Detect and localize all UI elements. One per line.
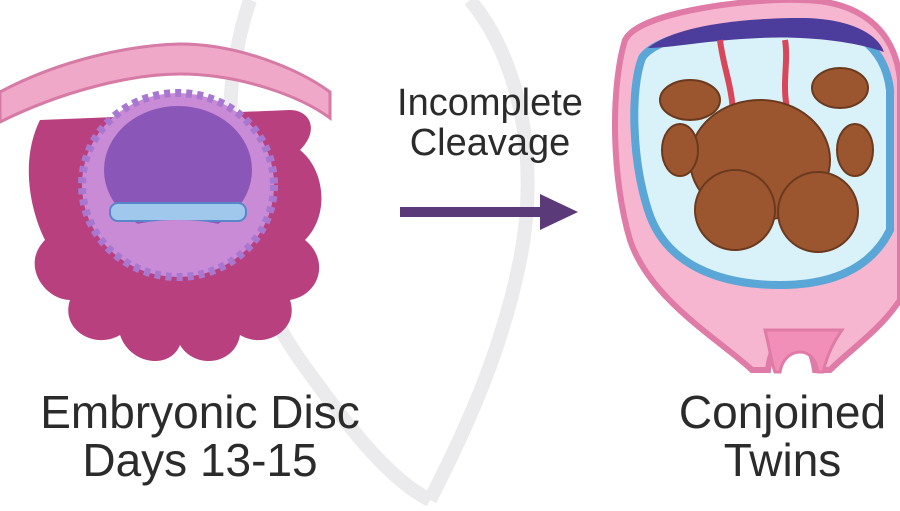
uterus — [612, 0, 900, 374]
label-embryonic-disc-line2: Days 13-15 — [82, 434, 318, 487]
arrow-head — [540, 194, 578, 230]
placenta — [648, 18, 884, 52]
label-conjoined-twins: Conjoined Twins — [665, 388, 900, 485]
label-conjoined-twins-line2: Twins — [723, 434, 842, 487]
cervix — [763, 328, 845, 374]
label-embryonic-disc-line1: Embryonic Disc — [40, 386, 360, 438]
embryonic-disc — [0, 42, 332, 362]
arrow-shaft — [400, 207, 550, 217]
arrow — [400, 194, 578, 230]
label-incomplete-cleavage-line2: Cleavage — [409, 121, 571, 164]
label-incomplete-cleavage: Incomplete Cleavage — [360, 82, 620, 164]
endometrium-layer — [0, 42, 332, 124]
label-embryonic-disc: Embryonic Disc Days 13-15 — [20, 388, 380, 485]
label-incomplete-cleavage-line1: Incomplete — [397, 82, 583, 124]
conjoined-twins — [659, 67, 874, 253]
lower-cavity — [116, 220, 240, 252]
label-conjoined-twins-line1: Conjoined — [678, 386, 887, 438]
bilaminar-disc — [109, 202, 247, 222]
